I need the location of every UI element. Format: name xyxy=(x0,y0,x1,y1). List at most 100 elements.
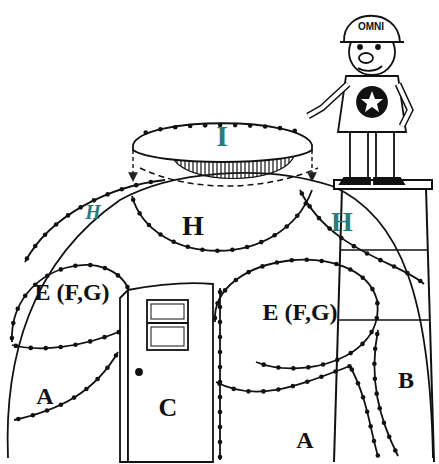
seam-rivet xyxy=(234,278,239,283)
seam-rivet xyxy=(378,258,383,263)
seam-rivet xyxy=(375,301,380,306)
seam-rivet xyxy=(43,346,48,351)
seam-rivet xyxy=(33,244,38,249)
seam-rivet xyxy=(73,342,78,347)
seam-rivet xyxy=(134,183,139,188)
seam-rivet xyxy=(300,191,305,196)
seam-rivet xyxy=(276,365,281,370)
seam-rivet xyxy=(66,213,71,218)
seam-rivet xyxy=(373,346,378,351)
part-letter: A xyxy=(36,384,53,408)
seam-rivet xyxy=(16,417,21,422)
seam-rivet xyxy=(319,374,324,379)
cartoon-man xyxy=(308,16,410,184)
seam-rivet xyxy=(361,395,366,400)
seam-rivet xyxy=(291,384,296,389)
seam-rivet xyxy=(418,279,423,284)
seam-rivet xyxy=(263,124,268,129)
seam-rivet xyxy=(303,201,308,206)
seam-rivet xyxy=(88,263,93,268)
seam-rivet xyxy=(275,260,280,265)
seam-rivet xyxy=(215,248,220,253)
seam-rivet xyxy=(261,389,266,394)
seam-rivet xyxy=(233,123,238,128)
seam-rivet xyxy=(213,316,218,321)
seam-rivet xyxy=(370,287,375,292)
seam-rivet xyxy=(15,306,20,311)
seam-rivet xyxy=(374,391,379,396)
seam-rivet xyxy=(218,290,223,295)
seam-rivet xyxy=(376,453,381,458)
seam-rivet xyxy=(317,216,322,221)
seam-rivet xyxy=(387,434,392,439)
seam-rivet xyxy=(372,361,377,366)
seam-rivet xyxy=(246,389,251,394)
seam-rivet xyxy=(78,205,83,210)
seam-rivet xyxy=(84,387,89,392)
part-letter: H xyxy=(85,202,101,222)
seam-rivet xyxy=(307,204,312,209)
seam-rivet xyxy=(319,259,324,264)
part-letter: A xyxy=(296,428,313,452)
seam-rivet xyxy=(334,262,339,267)
seam-rivet xyxy=(248,123,253,128)
part-letter: H xyxy=(331,208,353,236)
seam-rivet xyxy=(368,424,373,429)
seam-rivet xyxy=(137,211,142,216)
seam-rivet xyxy=(348,351,353,356)
seam-rivet xyxy=(147,223,152,228)
seam-rivet xyxy=(276,387,281,392)
part-letter: I xyxy=(216,121,228,151)
seam-rivet xyxy=(289,258,294,263)
seam-rivet xyxy=(360,275,365,280)
seam-rivet xyxy=(185,245,190,250)
seam-rivet xyxy=(158,127,163,132)
seam-rivet xyxy=(173,125,178,130)
part-letter: E (F,G) xyxy=(34,280,109,304)
seam-rivet xyxy=(116,330,121,335)
seam-rivet xyxy=(375,332,380,337)
seam-rivet xyxy=(365,409,370,414)
seam-rivet xyxy=(149,180,154,185)
seam-rivet xyxy=(304,257,309,262)
seam-rivet xyxy=(95,377,100,382)
part-letter: H xyxy=(182,212,204,240)
seam-rivet xyxy=(245,245,250,250)
dome xyxy=(8,156,433,462)
seam-rivet xyxy=(218,455,223,460)
seam-rivet xyxy=(45,408,50,413)
seam-rivet xyxy=(45,274,50,279)
seam-rivet xyxy=(11,321,16,326)
seam-rivet xyxy=(102,335,107,340)
seam-rivet xyxy=(377,406,382,411)
seam-rivet xyxy=(405,271,410,276)
seam-rivet xyxy=(73,263,78,268)
part-letter: C xyxy=(159,395,178,421)
seam-rivet xyxy=(131,198,136,203)
part-letter: B xyxy=(398,368,414,392)
seam-rivet xyxy=(295,214,300,219)
seam-rivet xyxy=(218,365,223,370)
seam-rivet xyxy=(372,439,377,444)
seam-rivet xyxy=(88,339,93,344)
seam-rivet xyxy=(218,440,223,445)
seam-rivet xyxy=(356,381,361,386)
seam-rivet xyxy=(272,233,277,238)
seam-rivet xyxy=(392,264,397,269)
seam-rivet xyxy=(260,264,265,269)
seam-rivet xyxy=(23,294,28,299)
seam-rivet xyxy=(284,224,289,229)
seam-rivet xyxy=(223,288,228,293)
seam-rivet xyxy=(158,232,163,237)
seam-rivet xyxy=(230,248,235,253)
seam-rivet xyxy=(382,420,387,425)
seam-rivet xyxy=(125,285,130,290)
seam-rivet xyxy=(200,247,205,252)
seam-rivet xyxy=(14,344,19,349)
seam-rivet xyxy=(306,365,311,370)
seam-rivet xyxy=(59,267,64,272)
seam-rivet xyxy=(116,273,121,278)
seam-rivet xyxy=(291,366,296,371)
seam-rivet xyxy=(25,256,30,261)
